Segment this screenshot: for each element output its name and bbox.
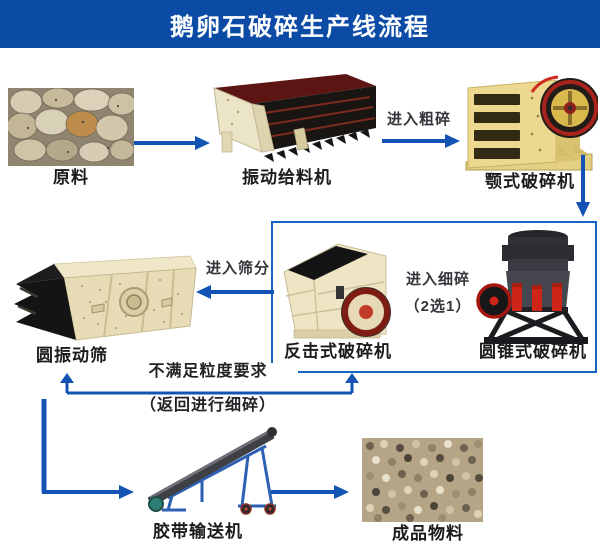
arrow-jaw-to-fine-box (576, 155, 590, 217)
finished-material-label: 成品物料 (392, 524, 464, 543)
impact-crusher-label: 反击式破碎机 (284, 342, 392, 361)
finished-material-image (362, 438, 483, 522)
return-condition-label: 不满足粒度要求 (118, 363, 298, 381)
vibrating-feeder-label: 振动给料机 (242, 168, 332, 187)
cone-crusher-label: 圆锥式破碎机 (479, 342, 587, 361)
arrow-conveyor-to-product (271, 485, 349, 499)
to-fine-crushing-label: 进入细碎 (405, 271, 470, 288)
raw-material-image (8, 88, 134, 166)
vibrating-screen-label: 圆振动筛 (36, 346, 108, 365)
belt-conveyor-label: 胶带输送机 (153, 522, 243, 541)
jaw-crusher-label: 颚式破碎机 (485, 172, 575, 191)
to-fine-crushing-note: （2选1） (404, 298, 472, 315)
arrow-return-to-fine-crushing (60, 373, 359, 395)
impact-crusher-image (283, 243, 391, 339)
to-screening-label: 进入筛分 (205, 260, 270, 277)
jaw-crusher-image (465, 75, 598, 171)
to-coarse-crushing-label: 进入粗碎 (386, 111, 451, 128)
arrow-feeder-to-jaw (382, 134, 460, 148)
cone-crusher-image (476, 230, 588, 344)
raw-material-label: 原料 (53, 168, 89, 187)
return-action-label: （返回进行细碎） (139, 397, 276, 414)
arrow-box-to-screen (196, 285, 274, 299)
belt-conveyor-image (147, 427, 277, 515)
arrow-screen-to-conveyor (41, 399, 134, 499)
page-title: 鹅卵石破碎生产线流程 (0, 0, 600, 48)
vibrating-feeder-image (213, 74, 376, 162)
arrow-raw-to-feeder (134, 136, 210, 150)
vibrating-screen-image (14, 255, 197, 341)
